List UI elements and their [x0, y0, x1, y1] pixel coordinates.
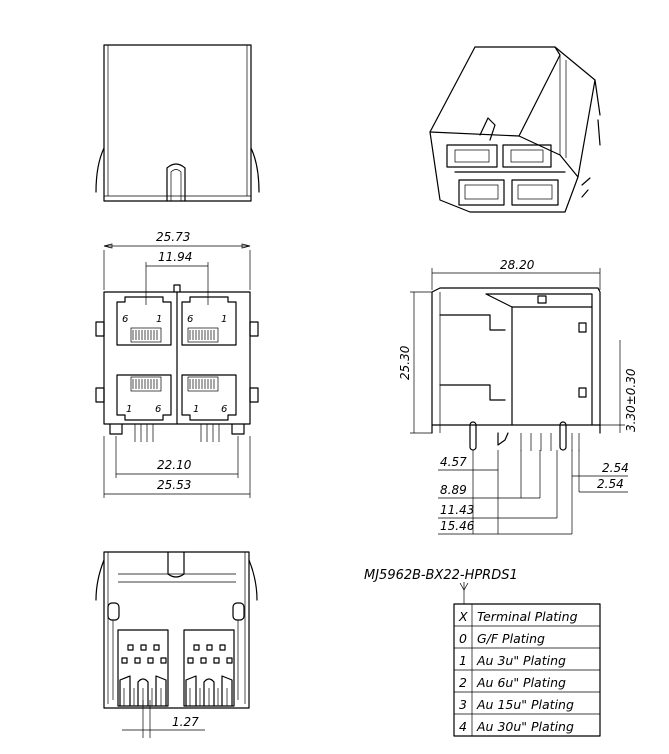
dim-pin-2-54-a: 2.54	[602, 461, 629, 475]
dim-pin-11-43: 11.43	[440, 503, 474, 517]
table-cell: Au 3u" Plating	[476, 653, 566, 668]
dim-pin-4-57: 4.57	[440, 455, 467, 469]
top-view	[95, 44, 260, 202]
dim-pin-15-46: 15.46	[440, 519, 475, 533]
pin-label: 6	[221, 404, 227, 415]
table-cell: Au 30u" Plating	[476, 719, 574, 734]
dim-body-width: 25.53	[157, 478, 191, 492]
dim-standoff: 3.30±0.30	[624, 368, 638, 432]
pin-label: 6	[122, 314, 128, 325]
table-cell: Au 15u" Plating	[476, 697, 574, 712]
dim-front-width: 25.73	[156, 230, 190, 244]
part-number: MJ5962B-BX22-HPRDS1	[364, 568, 518, 583]
side-view: 28.20 25.30 3.30±0.30	[398, 258, 638, 535]
table-cell: 4	[459, 719, 467, 734]
pin-label: 6	[187, 314, 193, 325]
dim-depth: 28.20	[500, 258, 535, 272]
dim-port-pitch: 11.94	[158, 250, 192, 264]
pin-label: 1	[126, 404, 132, 415]
pin-label: 6	[155, 404, 161, 415]
table-cell: 2	[459, 675, 467, 690]
table-cell: Au 6u" Plating	[476, 675, 566, 690]
dim-pin-pitch: 1.27	[172, 715, 199, 729]
dim-pin-2-54-b: 2.54	[597, 477, 624, 491]
isometric-view	[429, 46, 601, 213]
pin-label: 1	[221, 314, 227, 325]
table-cell: G/F Plating	[477, 631, 545, 646]
table-cell: 3	[459, 697, 467, 712]
dim-height: 25.30	[398, 345, 412, 380]
pin-label: 1	[156, 314, 162, 325]
dim-pin-8-89: 8.89	[440, 483, 467, 497]
table-header-x: X	[458, 609, 468, 624]
table-cell: 1	[459, 653, 467, 668]
table-header-plating: Terminal Plating	[477, 609, 578, 624]
plating-legend: MJ5962B-BX22-HPRDS1 X Terminal Plating 0…	[364, 568, 601, 737]
front-view: 25.73 11.94 6 1 6 1 1 6	[95, 230, 259, 498]
table-cell: 0	[459, 631, 467, 646]
bottom-view: 1.27	[95, 551, 258, 738]
pin-label: 1	[193, 404, 199, 415]
dim-pin-span: 22.10	[157, 458, 192, 472]
